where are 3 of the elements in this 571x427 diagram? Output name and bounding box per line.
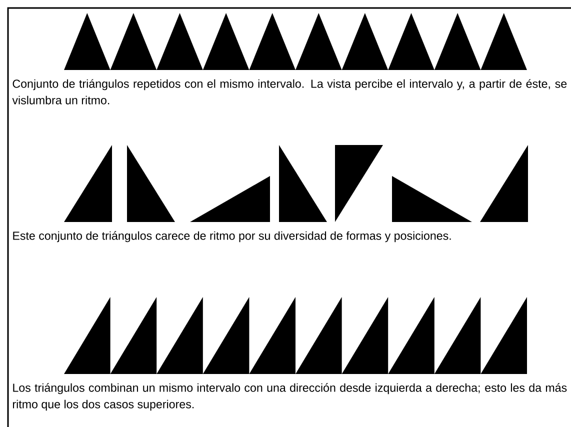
caption-text: Conjunto de triángulos repetidos con el mismo intervalo. La vista percibe el intervalo y, a partir de éste, se vislumbra un ritmo.: [12, 79, 567, 104]
caption-text: Este conjunto de triángulos carece de ritmo por su diversidad de formas y posiciones.: [13, 231, 451, 242]
caption-text: Los triángulos combinan un mismo intervalo con una dirección desde izquierda a derecha; esto les da más ritmo que los dos casos superiores.: [12, 383, 567, 411]
